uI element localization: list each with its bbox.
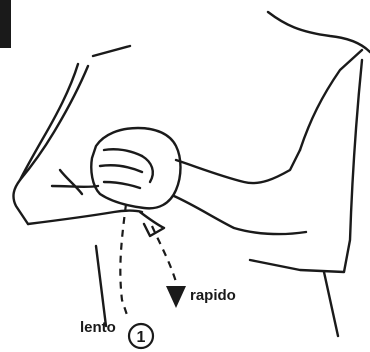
right-forearm-upper <box>176 150 300 183</box>
slow-motion-path <box>120 204 128 318</box>
neck-shoulder-outline <box>268 12 370 52</box>
thumb-line <box>142 156 153 182</box>
right-upper-arm <box>300 50 362 150</box>
fast-arrow-head <box>166 286 186 308</box>
elbow-fold <box>60 170 82 194</box>
torso-left-side <box>96 246 106 326</box>
finger-line-1 <box>104 149 142 156</box>
upper-arm-outline <box>13 66 88 224</box>
fast-label: rapido <box>190 287 236 304</box>
upper-arm-inner <box>20 64 78 180</box>
corner-tab <box>0 0 11 48</box>
finger-line-2 <box>100 165 142 172</box>
wrist-detail <box>140 212 164 236</box>
right-arm-outer <box>250 60 362 272</box>
chest-line <box>93 46 130 56</box>
finger-line-3 <box>104 182 140 188</box>
right-forearm-lower <box>174 196 306 234</box>
fast-motion-path <box>152 226 176 282</box>
step-number: 1 <box>137 329 146 346</box>
fist-outline <box>91 128 180 208</box>
slow-label: lento <box>80 319 116 336</box>
torso-right-side <box>324 272 338 336</box>
